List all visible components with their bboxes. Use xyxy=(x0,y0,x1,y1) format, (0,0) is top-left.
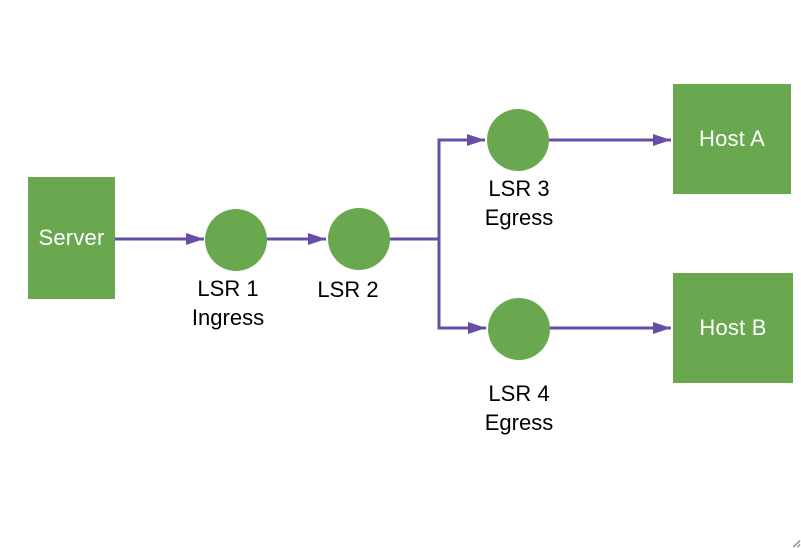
lsr4-label-block: LSR 4 Egress xyxy=(485,379,553,437)
lsr4-name: LSR 4 xyxy=(488,381,550,406)
lsr1-name: LSR 1 xyxy=(197,276,259,301)
edge-junction-lsr4 xyxy=(437,238,486,334)
host-a-label: Host A xyxy=(698,126,765,151)
host-a-node: Host A xyxy=(673,84,791,194)
lsr3-role: Egress xyxy=(484,205,554,230)
lsr2-label-block: LSR 2 xyxy=(317,275,378,304)
resize-handle-icon[interactable] xyxy=(793,540,801,548)
lsr1-node xyxy=(205,209,267,271)
lsr3-node xyxy=(487,109,549,171)
lsr2-node xyxy=(328,208,390,270)
edge-junction-lsr3 xyxy=(437,134,485,240)
server-label: Server xyxy=(38,225,105,250)
server-node: Server xyxy=(28,177,115,299)
lsr3-label-block: LSR 3 Egress xyxy=(485,174,553,232)
host-b-label: Host B xyxy=(699,315,767,340)
lsr4-role: Egress xyxy=(484,410,554,435)
lsr3-name: LSR 3 xyxy=(488,176,550,201)
lsr1-label-block: LSR 1 Ingress xyxy=(192,274,264,332)
lsr4-node xyxy=(488,298,550,360)
host-b-node: Host B xyxy=(673,273,793,383)
lsr1-role: Ingress xyxy=(191,305,265,330)
lsr2-name: LSR 2 xyxy=(317,277,379,302)
